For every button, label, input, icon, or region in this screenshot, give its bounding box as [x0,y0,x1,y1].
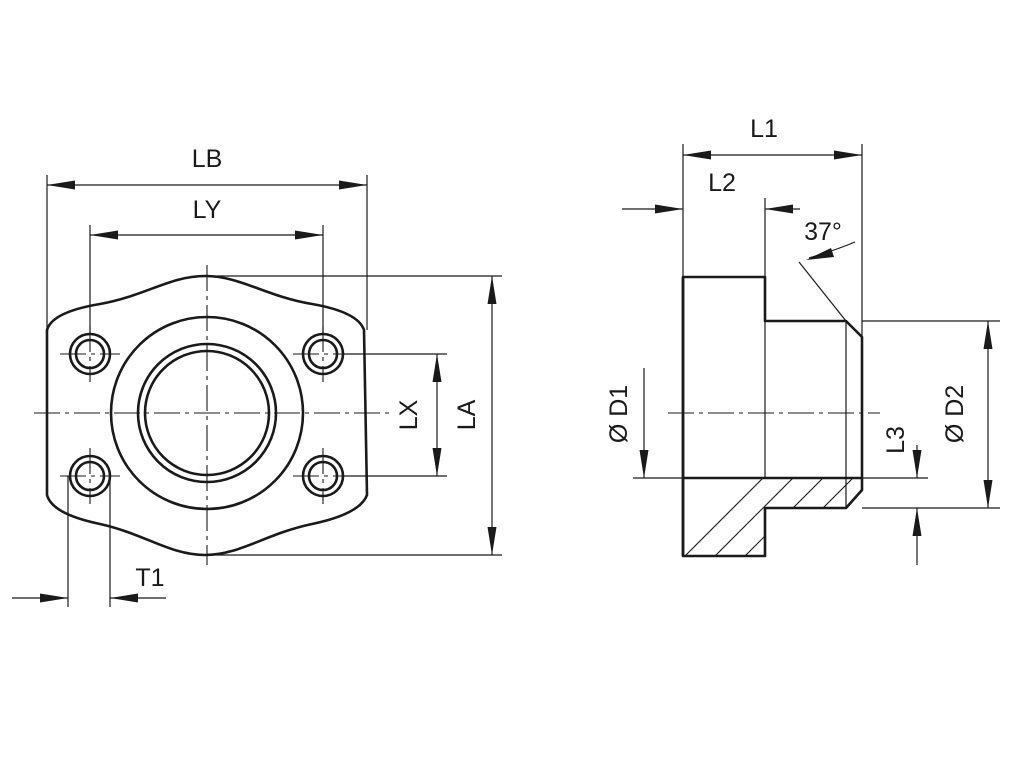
front-extension-lines [46,175,502,607]
dimension-label-l3: L3 [882,426,910,454]
dimension-label-l1: L1 [750,115,778,143]
dimension-angle: 37° [804,218,856,260]
front-view: LB LY LX LA T1 [12,145,502,607]
side-hidden-lines [764,321,847,508]
side-extension-lines [633,144,1000,509]
dimension-lx: LX [395,354,442,476]
dimension-label-l2: L2 [708,169,736,197]
dimension-lb: LB [47,145,367,190]
dimension-la: LA [453,276,497,555]
dimension-label-la: LA [453,399,481,430]
dimension-label-d2: Ø D2 [941,385,969,443]
dimension-ly: LY [90,196,323,240]
dimension-label-t1: T1 [135,564,164,592]
dimension-l2: L2 [622,169,800,214]
dimension-label-lb: LB [192,145,223,173]
dimension-d1: Ø D1 [605,368,649,478]
dimension-t1: T1 [12,564,166,603]
side-body-outline [681,275,864,558]
dimension-l3: L3 [882,426,922,565]
dimension-label-ly: LY [193,196,222,224]
dimension-d2: Ø D2 [941,321,993,508]
dimension-label-lx: LX [395,399,423,430]
side-view: L1 L2 37° Ø D1 Ø D2 [605,115,1000,565]
flange-body-outline [45,274,369,557]
dimension-label-d1: Ø D1 [605,385,633,443]
dimension-l1: L1 [683,115,862,160]
section-hatch [683,478,862,556]
dimension-label-angle: 37° [804,218,842,246]
